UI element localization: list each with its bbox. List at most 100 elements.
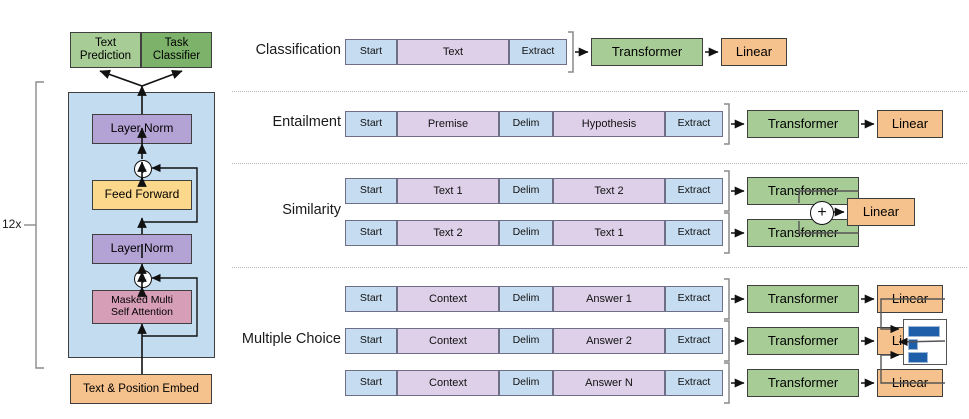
transformer-label: Transformer [767, 374, 839, 390]
token-cell-start: Start [345, 370, 397, 396]
transformer-label: Transformer [611, 43, 683, 59]
token-cell-delim: Delim [499, 286, 553, 312]
token-label: Extract [677, 376, 711, 389]
token-label: Extract [677, 226, 711, 239]
similarity-linear-label: Linear [862, 203, 900, 219]
token-label: Extract [521, 45, 555, 58]
token-label: Delim [512, 117, 540, 130]
task-classifier-line2: Classifier [152, 50, 201, 62]
linear-box: Linear [877, 369, 943, 397]
linear-box: Linear [877, 285, 943, 313]
token-cell-start: Start [345, 178, 397, 204]
token-cell-context: Context [397, 286, 499, 312]
task-label-text: Similarity [282, 202, 341, 218]
token-label: Start [359, 45, 383, 58]
transformer-label: Transformer [767, 182, 839, 198]
feed-forward-label: Feed Forward [104, 187, 180, 202]
to-text-prediction-arrow [99, 69, 143, 87]
score-bar-2 [908, 339, 918, 350]
token-label: Extract [677, 334, 711, 347]
token-label: Delim [512, 184, 540, 197]
token-cell-text-1: Text 1 [553, 220, 665, 246]
layer-norm-bottom: Layer Norm [92, 234, 192, 264]
text-prediction-line2: Prediction [79, 50, 132, 62]
task-label-similarity: Similarity [171, 202, 341, 218]
token-cell-delim: Delim [499, 328, 553, 354]
attention-line1: Masked Multi [111, 294, 173, 307]
token-cell-delim: Delim [499, 111, 553, 137]
token-cell-context: Context [397, 328, 499, 354]
token-cell-premise: Premise [397, 111, 499, 137]
token-cell-start: Start [345, 111, 397, 137]
transformer-box: Transformer [591, 38, 703, 66]
token-label: Text 1 [433, 184, 463, 197]
token-label: Extract [677, 184, 711, 197]
token-label: Context [429, 376, 467, 389]
attention-line2: Self Attention [111, 306, 173, 318]
token-cell-extract: Extract [665, 370, 723, 396]
token-label: Context [429, 292, 467, 305]
token-label: Extract [677, 292, 711, 305]
section-divider-0 [232, 91, 967, 92]
token-cell-delim: Delim [499, 178, 553, 204]
token-label: Start [359, 226, 383, 239]
token-cell-extract: Extract [665, 111, 723, 137]
text-position-embed: Text & Position Embed [70, 374, 212, 404]
sequence-bracket [724, 362, 730, 404]
repeat-bracket [35, 81, 44, 369]
sequence-bracket [724, 278, 730, 320]
token-label: Start [359, 117, 383, 130]
token-label: Premise [427, 117, 469, 130]
token-label: Extract [677, 117, 711, 130]
transformer-box: Transformer [747, 285, 859, 313]
token-cell-start: Start [345, 39, 397, 65]
token-label: Text [442, 45, 464, 58]
text-prediction-line1: Text [94, 37, 117, 50]
token-label: Start [359, 292, 383, 305]
token-label: Delim [512, 334, 540, 347]
token-cell-context: Context [397, 370, 499, 396]
text-position-embed-label: Text & Position Embed [83, 382, 199, 395]
token-cell-text-1: Text 1 [397, 178, 499, 204]
linear-label: Linear [891, 374, 929, 390]
token-cell-text-2: Text 2 [553, 178, 665, 204]
token-label: Text 2 [433, 226, 463, 239]
linear-label: Linear [891, 290, 929, 306]
token-cell-start: Start [345, 328, 397, 354]
sequence-bracket [724, 170, 730, 212]
transformer-label: Transformer [767, 224, 839, 240]
task-label-multiple-choice: Multiple Choice [171, 331, 341, 347]
layer-norm-top-label: Layer Norm [110, 121, 174, 136]
residual-add-feedforward: + [134, 160, 152, 178]
answer-score-chart [903, 319, 947, 365]
token-cell-text: Text [397, 39, 509, 65]
task-label-text: Classification [255, 42, 341, 58]
repeat-count-label: 12x [2, 217, 21, 231]
token-label: Text 2 [594, 184, 624, 197]
sequence-bracket [568, 31, 574, 73]
token-label: Text 1 [594, 226, 624, 239]
repeat-count-text: 12x [2, 217, 22, 231]
token-label: Answer 2 [586, 334, 632, 347]
score-bar-3 [908, 352, 928, 363]
sequence-bracket [724, 320, 730, 362]
linear-label: Linear [891, 115, 929, 131]
token-label: Delim [512, 226, 540, 239]
connector-path [98, 72, 142, 86]
layer-norm-bottom-label: Layer Norm [110, 241, 174, 256]
linear-label: Linear [735, 43, 773, 59]
transformer-box: Transformer [747, 177, 859, 205]
section-divider-2 [232, 267, 967, 268]
score-bar-1 [908, 326, 940, 337]
token-cell-answer-n: Answer N [553, 370, 665, 396]
linear-box: Linear [721, 38, 787, 66]
similarity-linear-box: Linear [847, 198, 915, 226]
token-cell-answer-2: Answer 2 [553, 328, 665, 354]
task-label-text: Multiple Choice [241, 331, 341, 347]
token-cell-extract: Extract [665, 178, 723, 204]
token-cell-extract: Extract [509, 39, 567, 65]
